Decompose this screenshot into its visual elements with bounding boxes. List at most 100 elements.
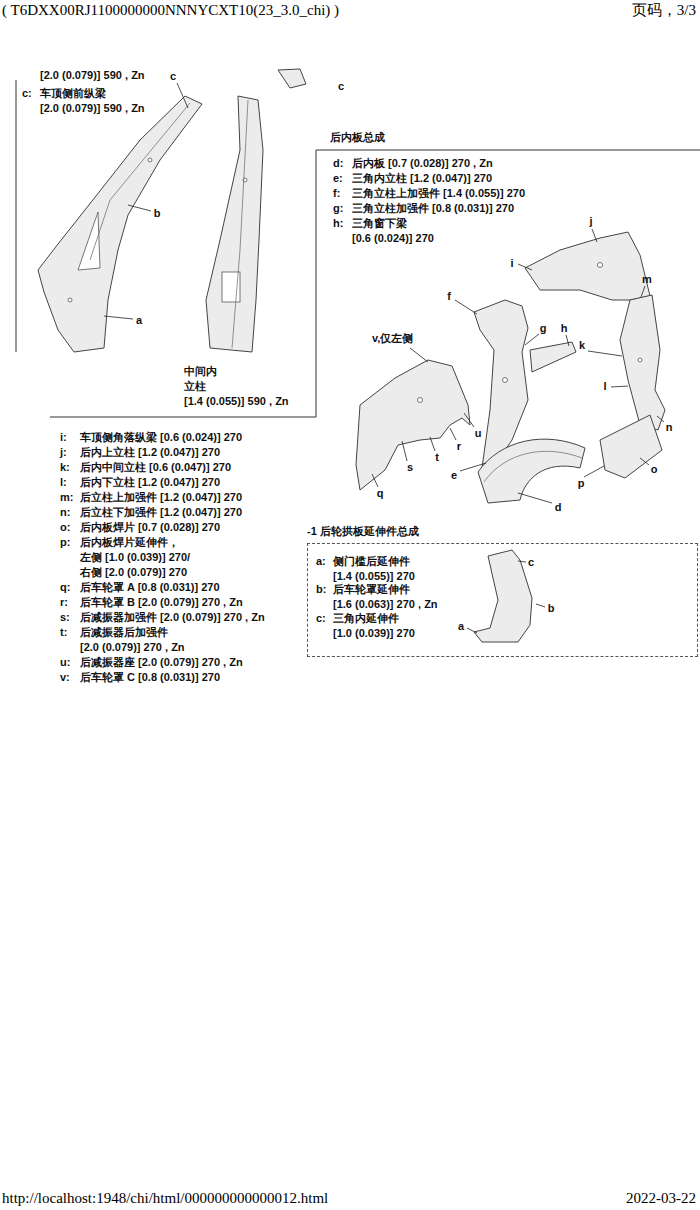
gusset-part	[600, 415, 662, 478]
callout-letter: f	[447, 290, 451, 303]
part-spec: d: 后内板 [0.7 (0.028)] 270 , Zn	[333, 156, 493, 171]
callout-letter: l	[603, 380, 606, 393]
leader-line	[657, 416, 664, 422]
leader-line	[467, 628, 477, 633]
leader-line	[592, 229, 597, 242]
arch-lip-line	[484, 451, 582, 482]
callout-letter: p	[578, 477, 585, 490]
bolt-hole	[68, 298, 72, 302]
callout-letter: s	[407, 461, 413, 474]
frame-line	[316, 150, 700, 151]
item-letter: d:	[333, 156, 352, 171]
item-letter: h:	[333, 216, 352, 231]
leader-line	[455, 300, 477, 314]
item-letter: o:	[60, 520, 80, 535]
callout-letter: r	[457, 440, 461, 453]
leader-line	[104, 316, 133, 319]
leader-line	[450, 428, 456, 440]
item-letter: m:	[60, 490, 80, 505]
part-spec: b: 后车轮罩延伸件 [1.6 (0.063)] 270 , Zn	[316, 582, 438, 612]
part-spec: i: 车顶侧角落纵梁 [0.6 (0.024)] 270	[60, 430, 242, 445]
wheel-arch-part	[478, 439, 585, 503]
dashed-assembly-box: -1 后轮拱板延伸件总成a: 侧门槛后延伸件 [1.4 (0.055)] 270…	[307, 543, 698, 657]
leader-line	[128, 205, 151, 211]
assembly-heading: -1 后轮拱板延伸件总成	[307, 524, 419, 539]
bolt-hole	[418, 398, 423, 403]
leader-line	[518, 264, 532, 270]
frame-line	[316, 150, 317, 417]
frame-line	[50, 417, 316, 418]
leader-line	[518, 493, 552, 503]
leader-line	[611, 386, 628, 387]
leader-line	[536, 604, 545, 607]
part-spec: q: 后车轮罩 A [0.8 (0.031)] 270	[60, 580, 220, 595]
document-code: ( T6DXX00RJ1100000000NNNYCXT10(23_3.0_ch…	[2, 1, 339, 19]
item-letter: q:	[60, 580, 80, 595]
callout-letter: o	[651, 463, 658, 476]
callout-letter: m	[642, 273, 652, 286]
part-spec: r: 后车轮罩 B [2.0 (0.079)] 270 , Zn	[60, 595, 243, 610]
frame-line	[16, 80, 17, 352]
part-spec: h: 三角窗下梁 [0.6 (0.024)] 270	[333, 216, 434, 246]
part-spec: l: 后内下立柱 [1.2 (0.047)] 270	[60, 475, 220, 490]
side-note: v,仅左侧	[372, 331, 413, 346]
callout-letter: a	[136, 314, 142, 327]
callout-letter: c	[338, 80, 344, 93]
leader-line	[372, 474, 378, 487]
item-letter: a:	[316, 554, 333, 569]
callout-letter: b	[154, 207, 161, 220]
item-letter: r:	[60, 595, 80, 610]
leader-line	[430, 437, 435, 451]
part-spec: a: 侧门槛后延伸件 [1.4 (0.055)] 270	[316, 554, 415, 584]
leader-line	[584, 466, 604, 477]
part-spec: [2.0 (0.079)] 590 , Zn	[40, 68, 145, 83]
callout-letter: c	[528, 556, 534, 569]
part-spec: k: 后内中间立柱 [0.6 (0.047)] 270	[60, 460, 231, 475]
page-number: 页码，3/3	[632, 1, 696, 19]
part-spec: f: 三角立柱上加强件 [1.4 (0.055)] 270	[333, 186, 525, 201]
part-spec: v: 后车轮罩 C [0.8 (0.031)] 270	[60, 670, 220, 685]
pillar-crease-line	[232, 100, 248, 348]
item-letter: b:	[316, 582, 333, 597]
leader-line	[566, 335, 569, 346]
part-spec: u: 后减振器座 [2.0 (0.079)] 270 , Zn	[60, 655, 243, 670]
part-spec: j: 后内上立柱 [1.2 (0.047)] 270	[60, 445, 220, 460]
callout-letter: c	[170, 70, 176, 83]
item-letter: p:	[60, 535, 80, 550]
callout-letter: k	[579, 339, 585, 352]
window-beam-part	[530, 342, 576, 372]
part-spec: n: 后立柱下加强件 [1.2 (0.047)] 270	[60, 505, 242, 520]
roof-side-rail-part	[38, 96, 202, 352]
leader-line	[464, 413, 474, 427]
part-spec: t: 后减振器后加强件 [2.0 (0.079)] 270 , Zn	[60, 625, 185, 655]
leader-line	[588, 351, 622, 356]
bolt-hole	[638, 358, 642, 362]
item-letter: l:	[60, 475, 80, 490]
part-spec: p: 后内板焊片延伸件， 左侧 [1.0 (0.039)] 270/ 右侧 [2…	[60, 535, 190, 580]
part-spec: s: 后减振器加强件 [2.0 (0.079)] 270 , Zn	[60, 610, 265, 625]
part-spec: e: 三角内立柱 [1.2 (0.047)] 270	[333, 171, 492, 186]
item-letter: e:	[333, 171, 352, 186]
rail-crease-line	[90, 103, 190, 260]
source-url: http://localhost:1948/chi/html/000000000…	[2, 1189, 328, 1207]
item-letter: k:	[60, 460, 80, 475]
callout-letter: n	[666, 421, 673, 434]
part-spec: m: 后立柱上加强件 [1.2 (0.047)] 270	[60, 490, 242, 505]
item-letter: f:	[333, 186, 352, 201]
callout-letter: q	[377, 487, 384, 500]
leader-line	[641, 286, 645, 297]
leader-line	[177, 83, 188, 108]
bolt-hole	[148, 158, 152, 162]
callout-letter: g	[540, 322, 547, 335]
part-spec: c: 车顶侧前纵梁 [2.0 (0.079)] 590 , Zn	[22, 86, 145, 116]
rear-pillar-part	[620, 295, 665, 430]
part-spec: 中间内 立柱 [1.4 (0.055)] 590 , Zn	[184, 364, 289, 409]
callout-letter: t	[435, 451, 439, 464]
item-letter: i:	[60, 430, 80, 445]
item-letter: n:	[60, 505, 80, 520]
leader-line	[410, 348, 428, 362]
item-letter: u:	[60, 655, 80, 670]
callout-letter: d	[555, 501, 562, 514]
leader-line	[402, 441, 407, 461]
leader-line	[460, 463, 486, 471]
